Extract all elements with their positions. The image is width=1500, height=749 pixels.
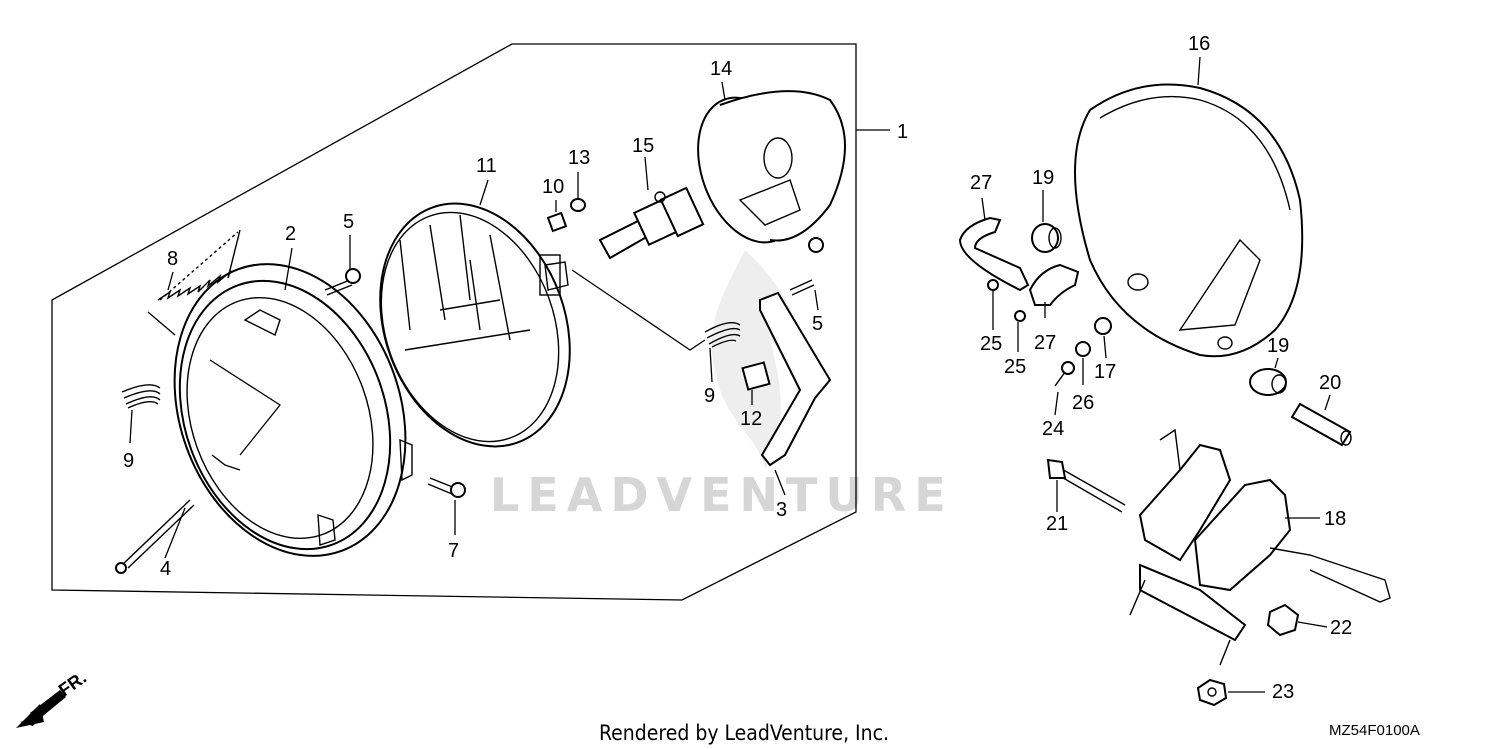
nut-12 xyxy=(741,361,771,391)
assembly-boundary xyxy=(51,43,857,601)
headlight-lens xyxy=(379,202,571,448)
callout-14: 14 xyxy=(710,58,732,80)
screw-5-lower xyxy=(789,237,824,296)
screw-25-upper xyxy=(987,279,999,291)
nut-10 xyxy=(546,211,568,233)
callout-21: 21 xyxy=(1046,513,1068,535)
callout-5-upper: 5 xyxy=(343,211,354,233)
callout-27-upper: 27 xyxy=(970,172,992,194)
spring-9-left xyxy=(121,384,161,409)
spring-8 xyxy=(157,229,241,301)
callout-3: 3 xyxy=(776,499,787,521)
diagram-code: MZ54F0100A xyxy=(1329,722,1420,739)
callout-20: 20 xyxy=(1319,372,1341,394)
spring-9-right xyxy=(704,322,741,348)
callout-27-lower: 27 xyxy=(1034,332,1056,354)
grommet-19-upper xyxy=(1031,223,1062,253)
watermark-text: LEADVENTURE xyxy=(490,468,954,522)
callout-labels: 1 2 3 4 5 5 7 8 9 9 10 11 12 13 15 14 16… xyxy=(123,33,1352,703)
grommet-19-lower xyxy=(1249,368,1287,396)
callout-5-lower: 5 xyxy=(812,313,823,335)
callout-12: 12 xyxy=(740,408,762,430)
callout-7: 7 xyxy=(448,540,459,562)
screw-5-upper xyxy=(324,268,361,296)
bracket-3 xyxy=(759,291,832,467)
front-direction-arrow: FR. xyxy=(16,667,90,728)
halogen-bulb xyxy=(598,186,705,260)
callout-13: 13 xyxy=(568,147,590,169)
callout-9-right: 9 xyxy=(704,385,715,407)
nut-22 xyxy=(1266,603,1300,637)
footer-credit: Rendered by LeadVenture, Inc. xyxy=(599,721,889,745)
callout-1: 1 xyxy=(897,121,908,143)
screw-7 xyxy=(427,477,466,498)
callout-17: 17 xyxy=(1094,361,1116,383)
callout-25-left: 25 xyxy=(980,333,1002,355)
clip-27-lower xyxy=(1028,263,1080,306)
callout-18: 18 xyxy=(1324,508,1346,530)
screw-25-lower xyxy=(1014,310,1026,322)
callout-19-upper: 19 xyxy=(1032,167,1054,189)
callout-24: 24 xyxy=(1042,418,1064,440)
bolt-21 xyxy=(1046,458,1126,513)
callout-8: 8 xyxy=(167,248,178,270)
adjust-screw-4 xyxy=(115,499,195,574)
callout-16: 16 xyxy=(1188,33,1210,55)
bolt-24 xyxy=(1054,361,1075,387)
callout-15: 15 xyxy=(632,135,654,157)
stay-bracket-18 xyxy=(1129,428,1391,666)
callout-10: 10 xyxy=(542,176,564,198)
spring-8-coil xyxy=(159,231,239,301)
clip-27-upper xyxy=(958,216,1030,292)
washer-26 xyxy=(1075,341,1091,357)
callout-23: 23 xyxy=(1272,681,1294,703)
callout-19-lower: 19 xyxy=(1267,335,1289,357)
callout-4: 4 xyxy=(160,558,171,580)
bulb-housing xyxy=(697,90,846,244)
grommet-13 xyxy=(570,198,586,212)
callout-25-right: 25 xyxy=(1004,356,1026,378)
callout-26: 26 xyxy=(1072,392,1094,414)
leader-lines-right xyxy=(981,56,1331,693)
leader-lines-left xyxy=(129,81,890,559)
headlight-case-16 xyxy=(1074,83,1304,358)
callout-22: 22 xyxy=(1330,617,1352,639)
nut-23 xyxy=(1196,678,1228,707)
callout-11: 11 xyxy=(476,155,497,177)
callout-9-left: 9 xyxy=(123,450,134,472)
grommet-17 xyxy=(1094,317,1112,335)
collar-20 xyxy=(1290,402,1352,447)
callout-2: 2 xyxy=(285,223,296,245)
rim-ring xyxy=(173,263,413,557)
